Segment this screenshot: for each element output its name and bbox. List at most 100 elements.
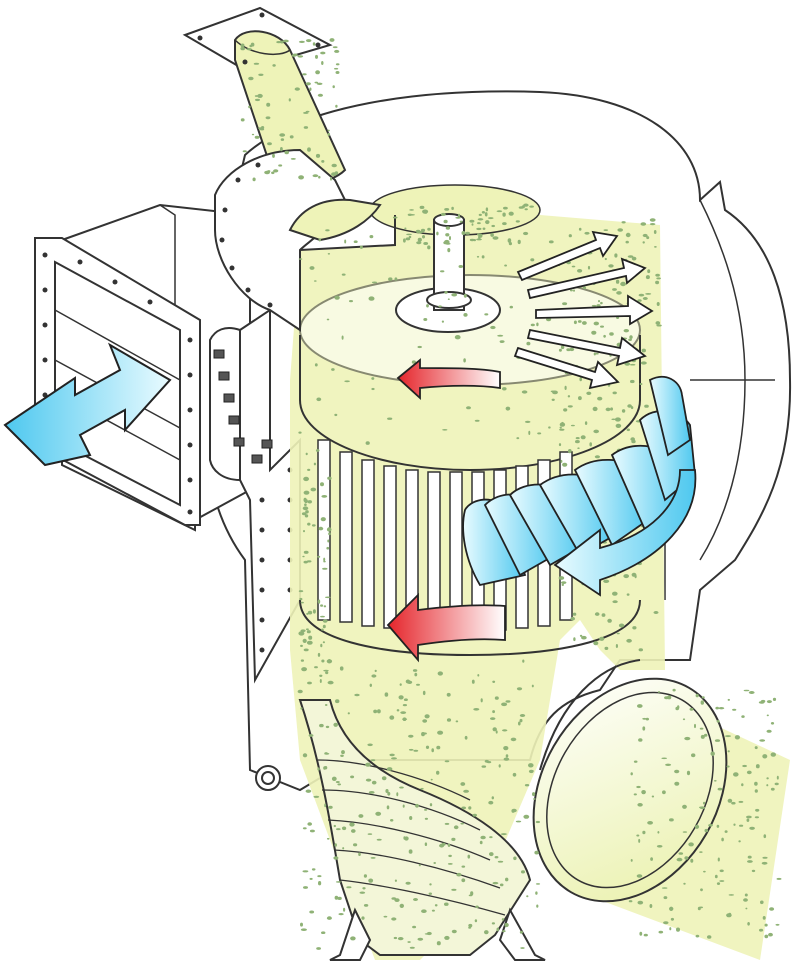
powder-particle [409,214,415,216]
powder-particle [300,922,303,927]
powder-particle [587,265,591,270]
powder-particle [505,406,511,411]
powder-particle [437,671,443,676]
powder-particle [558,443,562,447]
powder-particle [298,175,304,180]
powder-particle [325,725,330,729]
powder-particle [314,363,318,367]
powder-particle [676,857,683,862]
powder-particle [447,248,451,253]
powder-particle [267,142,272,146]
powder-particle [317,93,323,97]
powder-particle [766,729,772,733]
powder-particle [266,102,271,107]
powder-particle [325,596,331,599]
powder-particle [316,397,322,402]
powder-particle [741,783,744,787]
powder-particle [311,868,316,871]
powder-particle [580,435,586,440]
powder-particle [528,769,534,774]
powder-particle [291,54,296,57]
powder-particle [424,817,428,820]
powder-particle [467,854,471,859]
powder-particle [301,667,307,672]
powder-particle [642,717,647,720]
powder-particle [743,689,750,692]
powder-particle [650,857,653,861]
powder-particle [341,273,346,276]
powder-particle [490,325,496,330]
powder-particle [440,212,446,216]
powder-particle [594,612,600,616]
powder-particle [656,277,661,280]
support-foot-right [498,907,546,961]
powder-particle [766,714,769,717]
powder-particle [748,691,755,694]
powder-particle [496,927,500,932]
powder-particle [714,739,721,742]
powder-particle [297,55,304,58]
powder-particle [403,698,408,701]
powder-particle [676,927,680,932]
powder-particle [645,275,650,280]
powder-particle [656,845,663,848]
powder-particle [327,659,331,664]
powder-particle [684,856,689,860]
powder-particle [761,861,768,865]
powder-particle [303,490,310,495]
air-inlet-flange [34,237,201,526]
powder-particle [309,910,315,914]
powder-particle [661,887,668,889]
powder-particle [461,878,466,883]
powder-particle [521,390,528,394]
powder-particle [620,281,626,287]
powder-particle [578,396,582,401]
powder-particle [477,222,481,225]
powder-particle [323,669,329,672]
powder-particle [481,255,485,259]
powder-particle [573,320,577,325]
powder-particle [413,898,418,901]
powder-particle [678,852,684,855]
powder-particle [502,729,508,732]
powder-particle [373,709,378,714]
powder-particle [400,711,407,714]
powder-particle [618,623,625,628]
powder-particle [413,749,419,752]
powder-particle [561,583,564,587]
powder-particle [306,560,312,563]
powder-particle [271,171,275,175]
powder-particle [502,222,507,226]
powder-particle [708,824,713,827]
powder-particle [365,441,370,445]
powder-particle [342,826,347,831]
powder-particle [305,628,309,631]
powder-particle [319,674,323,677]
powder-particle [497,860,504,863]
powder-particle [739,824,744,827]
powder-particle [657,691,661,693]
powder-particle [764,934,769,939]
powder-particle [642,297,648,300]
powder-particle [662,790,666,795]
powder-particle [491,224,496,228]
powder-particle [658,930,664,934]
powder-particle [484,212,488,217]
powder-particle [630,859,633,862]
powder-particle [734,735,741,740]
powder-particle [630,772,633,776]
powder-particle [328,532,331,536]
powder-particle [563,408,568,412]
powder-particle [394,277,398,281]
powder-particle [639,383,643,385]
powder-particle [503,757,510,761]
powder-particle [334,413,338,417]
powder-particle [640,361,647,365]
powder-particle [592,406,598,412]
rotor-rotation-arrow-bottom [386,592,506,663]
powder-particle [309,829,315,833]
powder-particle [621,409,626,413]
powder-particle [399,903,404,909]
powder-particle [674,781,680,786]
powder-particle [334,895,339,900]
